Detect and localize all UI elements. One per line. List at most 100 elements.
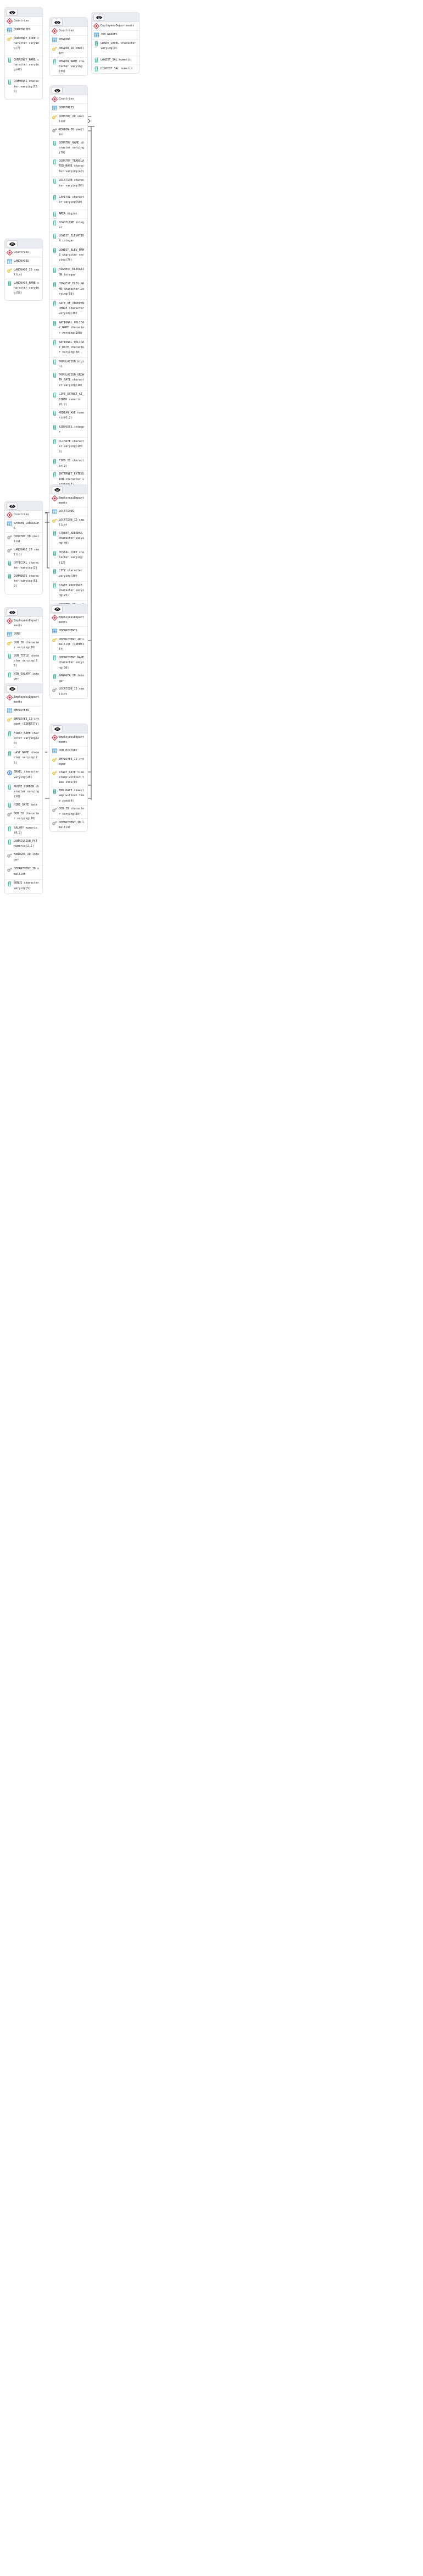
column-row[interactable]: COMMENTS character varying(512) <box>5 572 42 593</box>
column-row[interactable]: POSTAL_CODE character varying(12) <box>50 549 87 567</box>
table-name-row[interactable]: DEPARTMENTS <box>50 627 87 636</box>
table-name-row[interactable]: JOB_HISTORY <box>50 747 87 756</box>
column-row[interactable]: FIRST_NAME character varying(20) <box>5 730 42 749</box>
column-row[interactable]: COUNTRY_ID smallint <box>5 533 42 547</box>
column-row[interactable]: COUNTRY_TRANSLATED_NAME character varyin… <box>50 158 87 177</box>
column-row[interactable]: HIGHEST_ELEV_NAME character varying(50) <box>50 280 87 300</box>
schema-row[interactable]: Countries <box>50 95 87 104</box>
column-row[interactable]: EMAIL character varying(25) <box>5 769 42 784</box>
column-row[interactable]: CURRENCY_CODE character varying(7) <box>5 35 42 57</box>
column-row[interactable]: SALARY numeric(8,2) <box>5 825 42 838</box>
column-row[interactable]: HIGHEST_SAL numeric <box>92 65 139 73</box>
table-name-row[interactable]: SPOKEN_LANGUAGES <box>5 520 42 533</box>
column-row[interactable]: REGION_NAME character varying(35) <box>50 58 87 75</box>
eye-icon[interactable] <box>93 14 104 21</box>
column-row[interactable]: COUNTRY_ID smallint <box>50 113 87 126</box>
column-row[interactable]: NATIONAL_HOLIDAY_DATE character varying(… <box>50 339 87 358</box>
column-row[interactable]: LANGUAGE_NAME character varying(50) <box>5 279 42 300</box>
column-row[interactable]: POPULATION bigint <box>50 358 87 372</box>
schema-row[interactable]: EmployeesDepartments <box>50 494 87 508</box>
column-row[interactable]: JOB_ID character varying(10) <box>50 806 87 819</box>
column-row[interactable]: POPULATION_GROWTH_RATE character varying… <box>50 371 87 391</box>
column-row[interactable]: LOCATION_ID smallint <box>50 516 87 530</box>
column-row[interactable]: COMMISSION_PCT numeric(2,2) <box>5 838 42 851</box>
eye-icon[interactable] <box>7 9 18 16</box>
table-name-row[interactable]: REGIONS <box>50 36 87 45</box>
schema-row[interactable]: Countries <box>50 27 87 36</box>
table-name-row[interactable]: CURRENCIES <box>5 26 42 35</box>
column-row[interactable]: LANGUAGE_ID smallint <box>5 266 42 280</box>
schema-row[interactable]: EmployeesDepartments <box>92 22 139 31</box>
schema-row[interactable]: Countries <box>5 17 42 26</box>
column-row[interactable]: MANAGER_ID integer <box>5 851 42 865</box>
schema-row[interactable]: Countries <box>5 249 42 257</box>
column-row[interactable]: CAPITOL character varying(50) <box>50 194 87 211</box>
column-row[interactable]: LOWEST_ELEV_NAME character varying(70) <box>50 246 87 266</box>
schema-row[interactable]: EmployeesDepartments <box>5 617 42 631</box>
column-row[interactable]: CURRENCY_NAME character varying(40) <box>5 56 42 78</box>
column-row[interactable]: LOWEST_ELEVATION integer <box>50 232 87 247</box>
column-row[interactable]: LOCATION character varying(90) <box>50 177 87 194</box>
column-row[interactable]: STATE_PROVINCE character varying(25) <box>50 582 87 602</box>
column-row[interactable]: END_DATE timestamp without time zone(0) <box>50 787 87 806</box>
column-row[interactable]: HIGHEST_ELEVATION integer <box>50 266 87 280</box>
column-row[interactable]: CITY character varying(30) <box>50 567 87 582</box>
column-row[interactable]: LOWEST_SAL numeric <box>92 56 139 65</box>
eye-icon[interactable] <box>52 605 63 613</box>
column-row[interactable]: COMMENTS character varying(150) <box>5 78 42 99</box>
eye-icon[interactable] <box>52 19 63 26</box>
column-row[interactable]: REGION_ID smallint <box>50 126 87 140</box>
column-row[interactable]: PHONE_NUMBER character varying(20) <box>5 783 42 802</box>
eye-icon[interactable] <box>52 725 63 732</box>
column-row[interactable]: JOB_TITLE character varying(35) <box>5 652 42 671</box>
column-row[interactable]: OFFICIAL character varying(2) <box>5 559 42 573</box>
table-name-row[interactable]: JOBS <box>5 630 42 639</box>
eye-icon[interactable] <box>7 685 18 692</box>
column-row[interactable]: MEDIAN_AGE numeric(6,2) <box>50 409 87 424</box>
eye-icon[interactable] <box>7 609 18 616</box>
eye-icon[interactable] <box>52 486 63 493</box>
column-row[interactable]: JOB_ID character varying(10) <box>5 639 42 653</box>
column-row[interactable]: EMPLOYEE_ID integer (IDENTITY) <box>5 715 42 730</box>
column-row[interactable]: AREA bigint <box>50 210 87 219</box>
schema-row[interactable]: EmployeesDepartments <box>5 693 42 707</box>
column-row[interactable]: DEPARTMENT_ID smallint (IDENTITY) <box>50 636 87 654</box>
schema-row[interactable]: EmployeesDepartments <box>50 733 87 747</box>
column-row[interactable]: JOB_ID character varying(10) <box>5 810 42 825</box>
column-row[interactable]: AIRPORTS integer <box>50 423 87 438</box>
column-row[interactable]: MANAGER_ID integer <box>50 672 87 686</box>
table-name-row[interactable]: EMPLOYEES <box>5 707 42 716</box>
column-row[interactable]: REGION_ID smallint <box>50 45 87 58</box>
table-name-row[interactable]: COUNTRIES <box>50 104 87 113</box>
column-row[interactable]: LIFE_EXPECT_AT_BIRTH numeric(6,2) <box>50 391 87 410</box>
column-row[interactable]: CLIMATE character varying(1000) <box>50 438 87 457</box>
column-row[interactable]: EMPLOYEE_ID integer <box>50 755 87 769</box>
column-row[interactable]: DATE_OF_INDEPENDENCE character varying(3… <box>50 300 87 319</box>
column-row[interactable]: DEPARTMENT_ID smallint <box>5 865 42 880</box>
column-row[interactable]: COASTLINE integer <box>50 219 87 233</box>
eye-icon[interactable] <box>52 87 63 94</box>
eye-icon[interactable] <box>7 503 18 510</box>
eye-icon[interactable] <box>7 240 18 247</box>
column-row[interactable]: GRADE_LEVEL character varying(3) <box>92 40 139 57</box>
table-name-row[interactable]: JOB_GRADES <box>92 31 139 40</box>
column-row[interactable]: BONUS character varying(5) <box>5 880 42 893</box>
column-row[interactable]: STREET_ADDRESS character varying(40) <box>50 529 87 549</box>
column-row[interactable]: MIN_SALARY integer <box>5 671 42 684</box>
table-name-row[interactable]: LOCATIONS <box>50 508 87 517</box>
column-row[interactable]: FIPS_ID character(2) <box>50 457 87 471</box>
column-row[interactable]: DEPARTMENT_ID smallint <box>50 819 87 831</box>
column-row[interactable]: NATIONAL_HOLIDAY_NAME character varying(… <box>50 319 87 339</box>
column-row[interactable]: LOCATION_ID smallint <box>50 686 87 698</box>
